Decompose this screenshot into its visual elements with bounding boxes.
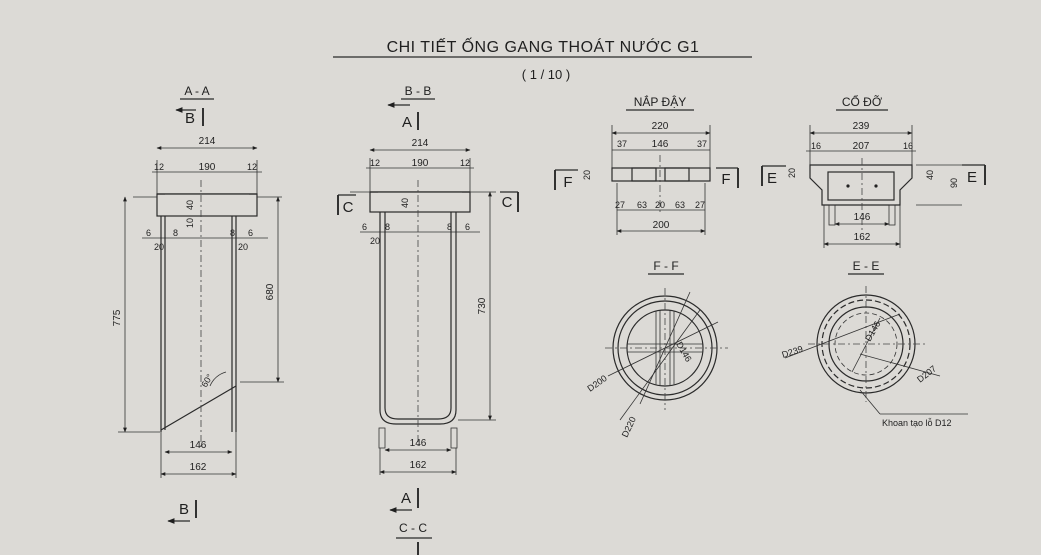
section-bb-heading: B - B (405, 84, 432, 98)
co-dim-20: 20 (787, 168, 797, 178)
nap-side-right-label: F (721, 171, 730, 188)
section-bb-arrow-top-label: A (402, 114, 412, 131)
aa-dim-8a: 8 (173, 228, 178, 238)
section-ee: E - E D146 D239 D207 Khoan tạo lỗ D12 (781, 259, 968, 428)
aa-dim-40: 40 (185, 200, 195, 210)
aa-dim-10: 10 (185, 218, 195, 228)
bb-dim-6a: 6 (362, 222, 367, 232)
ff-dia-220: D220 (620, 415, 638, 439)
section-aa-arrow-bottom-label: B (179, 501, 189, 518)
nap-day-heading: NẮP ĐẬY (634, 94, 686, 109)
ff-dia-200: D200 (585, 373, 608, 394)
section-aa-arrow-top-label: B (185, 110, 195, 127)
nap-dim-37a: 37 (617, 139, 627, 149)
co-dim-16a: 16 (811, 141, 821, 151)
bb-dim-8b: 8 (447, 222, 452, 232)
section-aa: A - A B 214 12 190 12 40 10 6 8 20 8 6 2… (112, 84, 284, 524)
aa-dim-12b: 12 (247, 162, 257, 172)
section-nap-day: NẮP ĐẬY 220 37 146 37 20 F F 27 63 20 63… (554, 94, 739, 235)
nap-dim-220: 220 (652, 121, 669, 132)
bb-dim-730: 730 (477, 297, 488, 314)
co-dim-239: 239 (853, 121, 870, 132)
section-bb-side-right-label: C (502, 194, 513, 211)
co-dim-146: 146 (854, 212, 871, 223)
drawing-scale: ( 1 / 10 ) (522, 67, 570, 82)
aa-dim-12a: 12 (154, 162, 164, 172)
aa-dim-190: 190 (199, 162, 216, 173)
ee-dia-239: D239 (781, 344, 805, 360)
section-cc-heading: C - C (399, 521, 427, 535)
nap-dim-20: 20 (582, 170, 592, 180)
co-dim-90: 90 (949, 178, 959, 188)
bb-dim-162: 162 (410, 460, 427, 471)
aa-dim-6b: 6 (248, 228, 253, 238)
aa-dim-20b: 20 (238, 242, 248, 252)
aa-angle: 60° (199, 372, 215, 389)
bb-dim-214: 214 (412, 138, 429, 149)
nap-dim-200: 200 (653, 220, 670, 231)
bb-dim-20: 20 (370, 236, 380, 246)
bb-dim-12a: 12 (370, 158, 380, 168)
section-bb-side-left-label: C (343, 199, 354, 216)
aa-dim-680: 680 (265, 283, 276, 300)
co-side-left-label: E (767, 170, 777, 187)
aa-dim-6a: 6 (146, 228, 151, 238)
drawing-title-block: CHI TIẾT ỐNG GANG THOÁT NƯỚC G1 ( 1 / 10… (333, 36, 752, 82)
bb-dim-146: 146 (410, 438, 427, 449)
aa-dim-214: 214 (199, 136, 216, 147)
nap-dim-146: 146 (652, 139, 669, 150)
section-co-do: CỔ ĐỠ 239 16 207 16 20 40 90 E E 146 162 (761, 94, 986, 248)
section-ff: F - F D146 D200 D220 (585, 259, 728, 439)
nap-dim-20m: 20 (655, 200, 665, 210)
nap-dim-63b: 63 (675, 200, 685, 210)
aa-dim-146: 146 (190, 440, 207, 451)
co-dim-207: 207 (853, 141, 870, 152)
section-bb: B - B A 214 12 190 12 40 C C 6 8 20 8 6 (337, 84, 519, 555)
nap-dim-27b: 27 (695, 200, 705, 210)
bb-dim-12b: 12 (460, 158, 470, 168)
nap-side-left-label: F (563, 174, 572, 191)
section-bb-arrow-bottom-label: A (401, 490, 411, 507)
aa-dim-162: 162 (190, 462, 207, 473)
co-dim-16b: 16 (903, 141, 913, 151)
nap-dim-63a: 63 (637, 200, 647, 210)
nap-dim-37b: 37 (697, 139, 707, 149)
section-aa-heading: A - A (184, 84, 209, 98)
co-do-heading: CỔ ĐỠ (842, 94, 883, 109)
bb-dim-6b: 6 (465, 222, 470, 232)
ee-dia-207: D207 (915, 363, 938, 384)
nap-dim-27a: 27 (615, 200, 625, 210)
ff-heading: F - F (653, 259, 678, 273)
bb-dim-8a: 8 (385, 222, 390, 232)
bb-dim-190: 190 (412, 158, 429, 169)
aa-dim-20a: 20 (154, 242, 164, 252)
ee-drill-note: Khoan tạo lỗ D12 (882, 418, 952, 428)
co-dim-162: 162 (854, 232, 871, 243)
co-dim-40: 40 (925, 170, 935, 180)
ee-heading: E - E (853, 259, 880, 273)
drawing-title: CHI TIẾT ỐNG GANG THOÁT NƯỚC G1 (387, 36, 700, 56)
bb-dim-40: 40 (400, 198, 410, 208)
aa-dim-775: 775 (112, 309, 123, 326)
co-side-right-label: E (967, 169, 977, 186)
